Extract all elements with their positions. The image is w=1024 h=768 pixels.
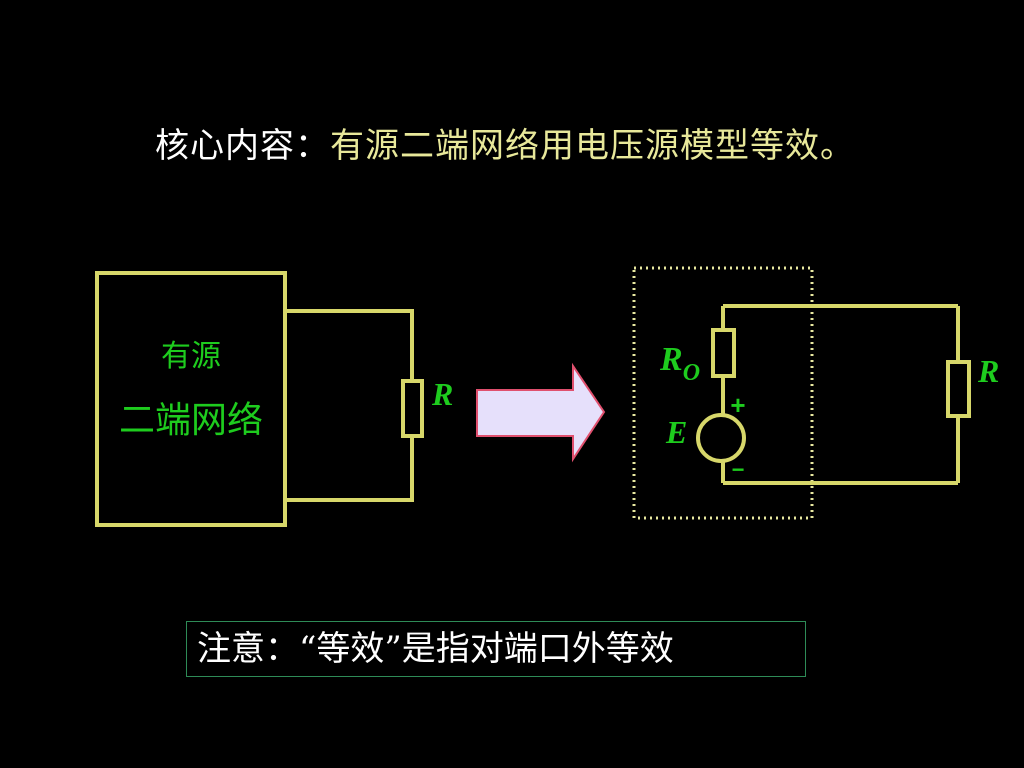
note-text: 注意：“等效”是指对端口外等效 — [197, 629, 674, 669]
two-terminal-network-box — [95, 271, 287, 527]
right-load-resistor — [946, 360, 971, 418]
left-circuit: 有源 二端网络 R — [95, 271, 453, 527]
internal-resistor — [711, 328, 736, 378]
headline: 核心内容：有源二端网络用电压源模型等效。 — [155, 122, 855, 170]
left-top-wire — [285, 309, 414, 381]
equivalent-source-dotted-box — [632, 266, 814, 520]
headline-body: 有源二端网络用电压源模型等效。 — [330, 126, 855, 166]
left-resistor-label: R — [431, 376, 453, 412]
internal-resistor-label: RO — [659, 341, 700, 386]
right-circuit: RO E + − R — [632, 266, 999, 520]
headline-lead: 核心内容： — [155, 126, 330, 166]
left-bottom-wire — [285, 436, 414, 502]
minus-sign: − — [732, 457, 745, 482]
voltage-source — [696, 413, 746, 463]
ro-subscript: O — [683, 360, 700, 386]
plus-sign: + — [730, 390, 745, 420]
network-label-line1: 有源 — [161, 339, 221, 374]
network-label-line2: 二端网络 — [119, 400, 263, 441]
note-box: 注意：“等效”是指对端口外等效 — [186, 621, 806, 677]
equivalence-arrow — [476, 362, 606, 463]
left-load-resistor — [401, 379, 424, 438]
ro-main: R — [659, 341, 683, 378]
right-resistor-label: R — [977, 353, 999, 389]
source-label: E — [665, 414, 687, 450]
